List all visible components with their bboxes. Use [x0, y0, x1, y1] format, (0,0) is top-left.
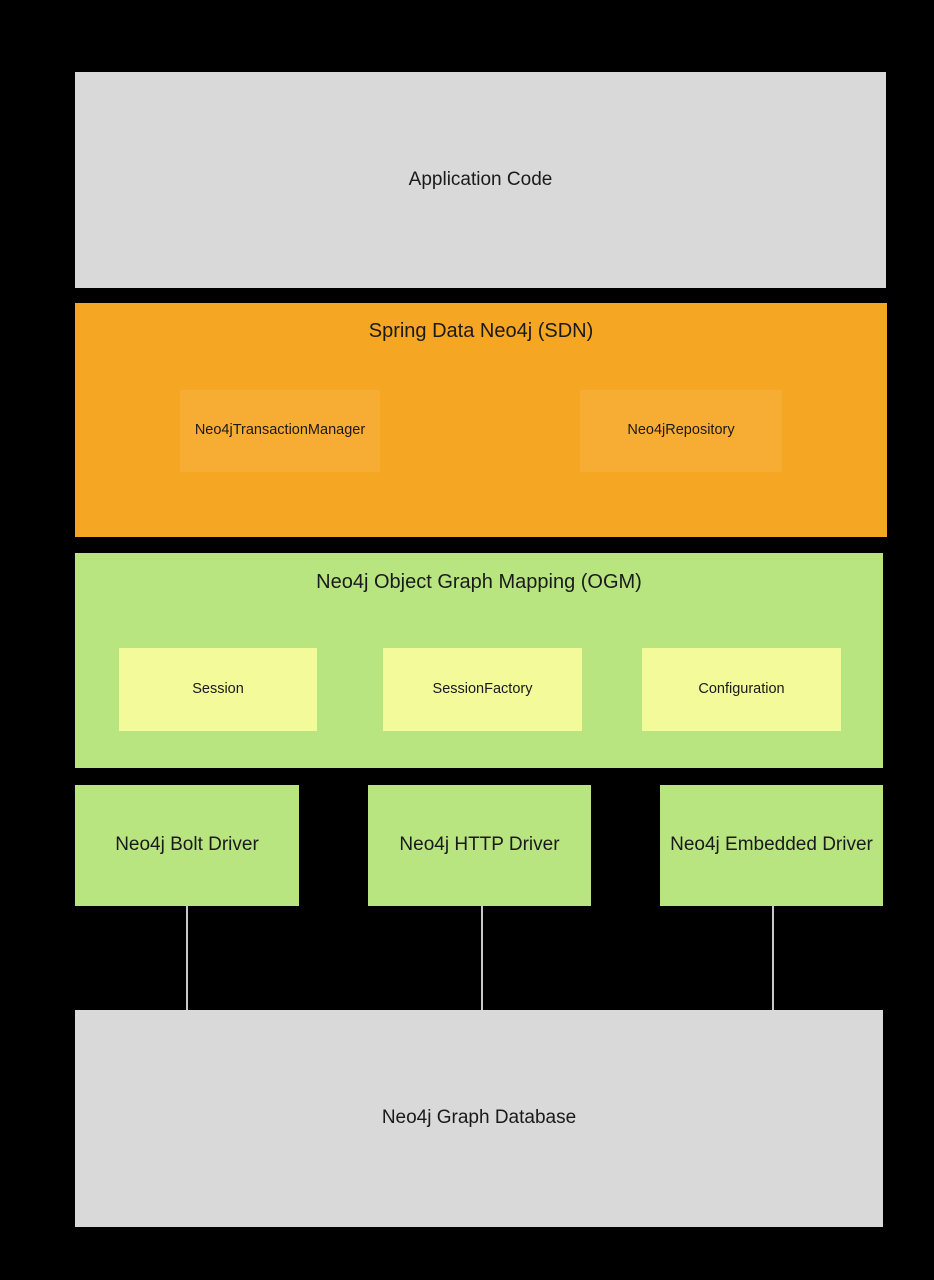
layer-spring-data-neo4j-label: Spring Data Neo4j (SDN): [368, 320, 594, 342]
component-neo4j-transaction-manager-label: Neo4jTransactionManager: [194, 422, 366, 439]
layer-neo4j-ogm-label: Neo4j Object Graph Mapping (OGM): [316, 571, 642, 593]
component-session-factory-label: SessionFactory: [432, 680, 533, 697]
connector-line-embedded-to-database: [772, 906, 774, 1010]
layer-neo4j-graph-database: Neo4j Graph Database: [75, 1010, 883, 1227]
layer-neo4j-graph-database-label: Neo4j Graph Database: [381, 1107, 577, 1129]
driver-neo4j-bolt-label: Neo4j Bolt Driver: [115, 834, 259, 856]
component-neo4j-transaction-manager: Neo4jTransactionManager: [180, 390, 380, 472]
driver-neo4j-http-label: Neo4j HTTP Driver: [399, 834, 560, 856]
component-configuration-label: Configuration: [698, 680, 785, 697]
layer-neo4j-ogm: Neo4j Object Graph Mapping (OGM) Session…: [75, 553, 883, 768]
component-session: Session: [119, 648, 317, 731]
driver-neo4j-embedded-label: Neo4j Embedded Driver: [670, 834, 873, 856]
driver-neo4j-http: Neo4j HTTP Driver: [368, 785, 591, 906]
connector-line-bolt-to-database: [186, 906, 188, 1010]
layer-spring-data-neo4j: Spring Data Neo4j (SDN) Neo4jTransaction…: [75, 303, 887, 537]
connector-line-http-to-database: [481, 906, 483, 1010]
layer-application-code-label: Application Code: [408, 168, 553, 190]
driver-neo4j-embedded: Neo4j Embedded Driver: [660, 785, 883, 906]
component-session-label: Session: [192, 680, 244, 697]
component-neo4j-repository-label: Neo4jRepository: [627, 422, 735, 439]
layer-application-code: Application Code: [75, 72, 886, 288]
component-session-factory: SessionFactory: [383, 648, 582, 731]
driver-neo4j-bolt: Neo4j Bolt Driver: [75, 785, 299, 906]
component-configuration: Configuration: [642, 648, 841, 731]
component-neo4j-repository: Neo4jRepository: [580, 390, 782, 472]
